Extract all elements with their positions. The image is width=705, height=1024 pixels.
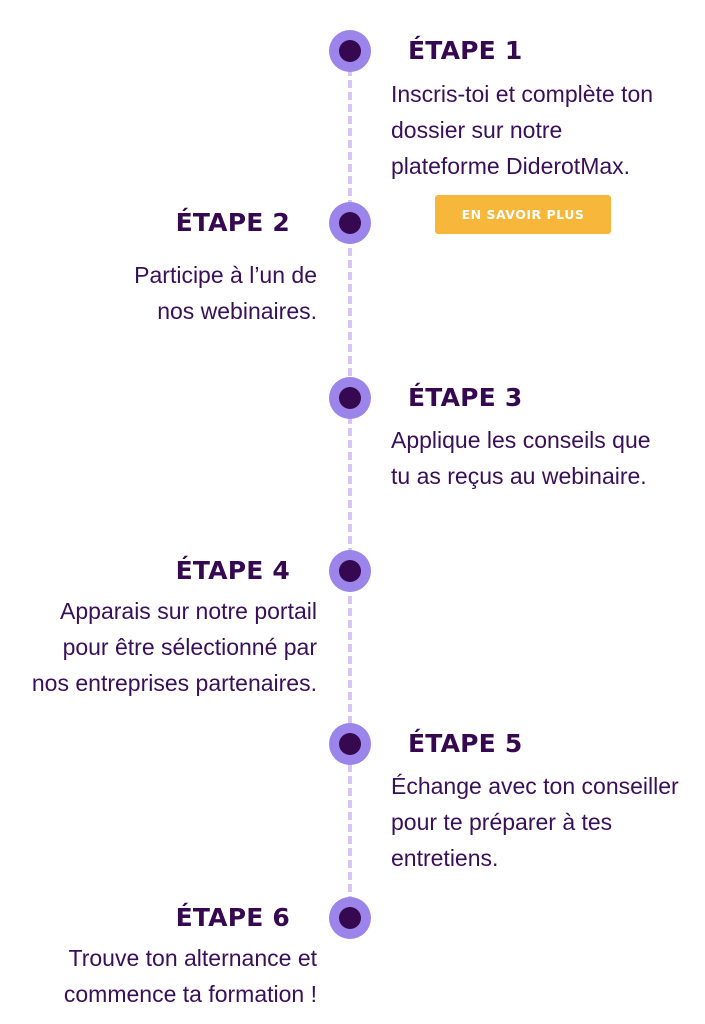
step-2-title: ÉTAPE 2 xyxy=(175,208,290,237)
step-1-node-center xyxy=(339,40,361,62)
step-4-line: pour être sélectionné par xyxy=(62,634,317,660)
step-2-description: Participe à l’un de nos webinaires. xyxy=(0,257,317,329)
step-3-node-center xyxy=(339,387,361,409)
step-2-line: nos webinaires. xyxy=(157,298,317,324)
step-1-line: Inscris-toi et complète ton xyxy=(391,81,654,107)
step-4-node xyxy=(329,550,371,592)
en-savoir-plus-button[interactable]: EN SAVOIR PLUS xyxy=(435,195,611,234)
step-1-line: plateforme DiderotMax. xyxy=(391,153,631,179)
step-1-title: ÉTAPE 1 xyxy=(408,36,523,65)
step-4-node-center xyxy=(339,560,361,582)
step-6-line: Trouve ton alternance et xyxy=(68,945,317,971)
step-5-line: pour te préparer à tes xyxy=(391,809,613,835)
step-6-title: ÉTAPE 6 xyxy=(175,903,290,932)
step-1-description: Inscris-toi et complète ton dossier sur … xyxy=(391,76,691,184)
step-3-line: tu as reçus au webinaire. xyxy=(391,463,647,489)
step-5-description: Échange avec ton conseiller pour te prép… xyxy=(391,768,701,876)
step-3-node xyxy=(329,377,371,419)
step-3-description: Applique les conseils que tu as reçus au… xyxy=(391,422,691,494)
step-5-node-center xyxy=(339,733,361,755)
timeline-line xyxy=(348,56,352,916)
step-5-node xyxy=(329,723,371,765)
step-4-line: Apparais sur notre portail xyxy=(60,598,317,624)
step-6-line: commence ta formation ! xyxy=(63,981,317,1007)
step-6-node-center xyxy=(339,907,361,929)
step-5-line: Échange avec ton conseiller xyxy=(391,773,679,799)
step-3-title: ÉTAPE 3 xyxy=(408,383,523,412)
step-5-line: entretiens. xyxy=(391,845,499,871)
step-1-node xyxy=(329,30,371,72)
step-3-line: Applique les conseils que xyxy=(391,427,651,453)
step-2-node-center xyxy=(339,212,361,234)
step-2-line: Participe à l’un de xyxy=(134,262,317,288)
step-2-node xyxy=(329,202,371,244)
step-5-title: ÉTAPE 5 xyxy=(408,729,523,758)
step-4-title: ÉTAPE 4 xyxy=(175,556,290,585)
step-4-description: Apparais sur notre portail pour être sél… xyxy=(0,593,317,701)
step-6-description: Trouve ton alternance et commence ta for… xyxy=(0,940,317,1012)
step-6-node xyxy=(329,897,371,939)
step-1-line: dossier sur notre xyxy=(391,117,563,143)
step-4-line: nos entreprises partenaires. xyxy=(31,670,317,696)
